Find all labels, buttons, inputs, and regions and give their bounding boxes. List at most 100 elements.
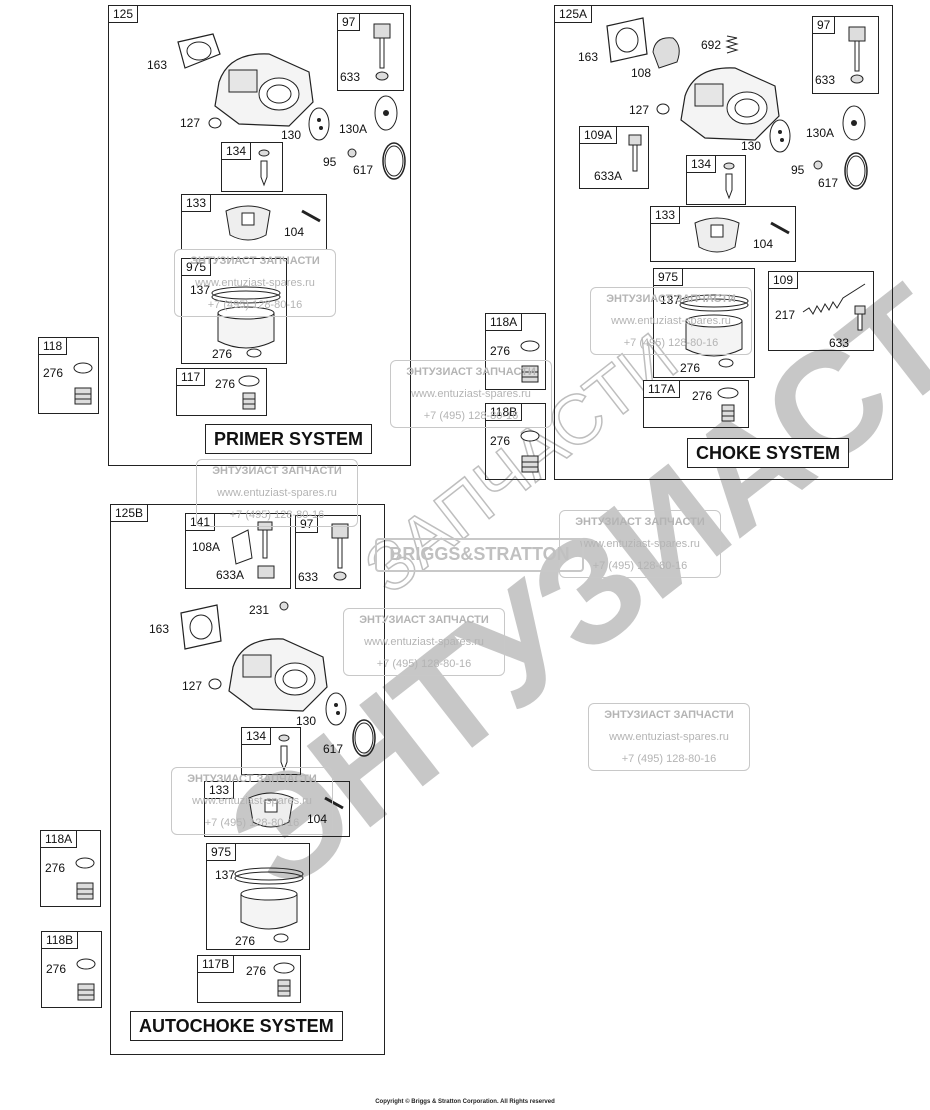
- pin-icon: [301, 209, 321, 223]
- float-icon: [694, 217, 740, 253]
- o-ring-icon: [208, 678, 222, 690]
- watermark-phone: +7 (495) 128-80-16: [621, 753, 717, 765]
- watermark-company: ЭНТУЗИАСТ ЗАПЧАСТИ: [575, 516, 705, 528]
- needle-valve-icon: [723, 162, 735, 200]
- bowl-nut-icon: [75, 857, 95, 900]
- part-label-617: 617: [323, 742, 344, 756]
- part-box-134: 134: [221, 142, 283, 192]
- watermark-site: www.entuziast-spares.ru: [611, 315, 731, 327]
- choke-system-panel: 125A CHOKE SYSTEM 163 108 692 127 130 13…: [554, 5, 893, 480]
- choke-lever-icon: [231, 521, 275, 579]
- valve-disc-icon: [769, 119, 791, 153]
- primer-bulb-icon: [848, 26, 866, 84]
- part-label-276: 276: [45, 861, 66, 875]
- float-icon: [225, 205, 271, 241]
- bowl-nut-icon: [717, 387, 739, 422]
- watermark-phone: +7 (495) 128-80-16: [623, 337, 719, 349]
- part-label-127: 127: [182, 679, 203, 693]
- part-box-133: 133 104: [650, 206, 796, 262]
- disc-icon: [374, 95, 398, 131]
- primer-bulb-icon: [331, 523, 349, 581]
- watermark-site: www.entuziast-spares.ru: [580, 538, 700, 550]
- box-tag: 133: [181, 194, 212, 212]
- brand-logo-watermark: BRIGGS&STRATTON: [375, 538, 584, 572]
- watermark-company: ЭНТУЗИАСТ ЗАПЧАСТИ: [604, 709, 734, 721]
- primer-bulb-icon: [373, 23, 391, 81]
- watermark-company: ЭНТУЗИАСТ ЗАПЧАСТИ: [212, 465, 342, 477]
- bowl-nut-icon: [520, 340, 540, 383]
- part-label-276: 276: [490, 344, 511, 358]
- box-tag: 109: [768, 271, 799, 289]
- watermark-phone: +7 (495) 128-80-16: [376, 658, 472, 670]
- part-label-692: 692: [701, 38, 722, 52]
- part-label-276: 276: [212, 347, 233, 361]
- part-label-130: 130: [281, 128, 302, 142]
- seal-ring-icon: [352, 719, 376, 757]
- screw-icon: [347, 148, 357, 158]
- part-box-975: 975 137 276: [206, 843, 310, 950]
- brand-logo-text: BRIGGS&STRATTON: [389, 544, 570, 564]
- watermark-phone: +7 (495) 128-80-16: [204, 817, 300, 829]
- part-label-617: 617: [353, 163, 374, 177]
- seal-ring-icon: [844, 152, 868, 190]
- part-box-109A: 109A 633A: [579, 126, 649, 189]
- gasket-icon: [177, 33, 221, 69]
- bowl-nut-icon: [238, 375, 260, 410]
- choke-shaft-icon: [628, 134, 642, 172]
- part-label-130A: 130A: [339, 122, 368, 136]
- part-label-130: 130: [741, 139, 762, 153]
- part-label-276: 276: [246, 964, 267, 978]
- part-label-276: 276: [46, 962, 67, 976]
- shop-watermark: ЭНТУЗИАСТ ЗАПЧАСТИ www.entuziast-spares.…: [196, 459, 358, 527]
- screw-icon: [279, 601, 289, 611]
- box-tag: 117B: [197, 955, 235, 973]
- gasket-icon: [180, 604, 222, 650]
- part-label-95: 95: [791, 163, 805, 177]
- shop-watermark: ЭНТУЗИАСТ ЗАПЧАСТИ www.entuziast-spares.…: [390, 360, 552, 428]
- float-bowl-icon: [234, 867, 304, 943]
- bowl-nut-icon: [273, 962, 295, 997]
- watermark-site: www.entuziast-spares.ru: [195, 277, 315, 289]
- part-label-137: 137: [660, 293, 681, 307]
- spring-icon: [725, 35, 739, 54]
- shop-watermark: ЭНТУЗИАСТ ЗАПЧАСТИ www.entuziast-spares.…: [590, 287, 752, 355]
- part-label-633A: 633A: [594, 169, 623, 183]
- section-tag: 125: [108, 5, 139, 23]
- part-box-97: 97 633: [812, 16, 879, 94]
- part-box-975: 975 137 276: [653, 268, 755, 378]
- pin-icon: [324, 796, 344, 810]
- pin-icon: [770, 221, 790, 235]
- part-label-163: 163: [578, 50, 599, 64]
- shop-watermark: ЭНТУЗИАСТ ЗАПЧАСТИ www.entuziast-spares.…: [343, 608, 505, 676]
- bowl-nut-icon: [76, 958, 96, 1001]
- screw-icon: [813, 160, 823, 170]
- box-tag: 118B: [485, 403, 523, 421]
- part-label-108A: 108A: [192, 540, 221, 554]
- watermark-company: ЭНТУЗИАСТ ЗАПЧАСТИ: [190, 255, 320, 267]
- part-box-117A: 117A 276: [643, 380, 749, 428]
- valve-disc-icon: [325, 692, 347, 726]
- part-label-104: 104: [284, 225, 305, 239]
- box-tag: 134: [686, 155, 717, 173]
- shop-watermark: ЭНТУЗИАСТ ЗАПЧАСТИ www.entuziast-spares.…: [174, 249, 336, 317]
- watermark-phone: +7 (495) 128-80-16: [229, 509, 325, 521]
- box-tag: 975: [181, 258, 212, 276]
- part-label-276: 276: [680, 361, 701, 375]
- bowl-nut-icon: [520, 430, 540, 473]
- float-bowl-icon: [679, 294, 749, 368]
- part-label-633: 633: [829, 336, 850, 350]
- part-label-130: 130: [296, 714, 317, 728]
- part-box-134: 134: [241, 727, 301, 775]
- float-icon: [248, 792, 294, 828]
- part-label-276: 276: [490, 434, 511, 448]
- carburetor-icon: [214, 53, 314, 127]
- box-tag: 117: [176, 368, 206, 386]
- part-label-276: 276: [43, 366, 64, 380]
- box-tag: 134: [241, 727, 272, 745]
- box-tag: 109A: [579, 126, 618, 144]
- o-ring-icon: [208, 117, 222, 129]
- primer-system-panel: 125 PRIMER SYSTEM 163 127 130 130A 95 61…: [108, 5, 411, 466]
- part-label-276: 276: [692, 389, 713, 403]
- part-label-130A: 130A: [806, 126, 835, 140]
- box-tag: 118A: [485, 313, 523, 331]
